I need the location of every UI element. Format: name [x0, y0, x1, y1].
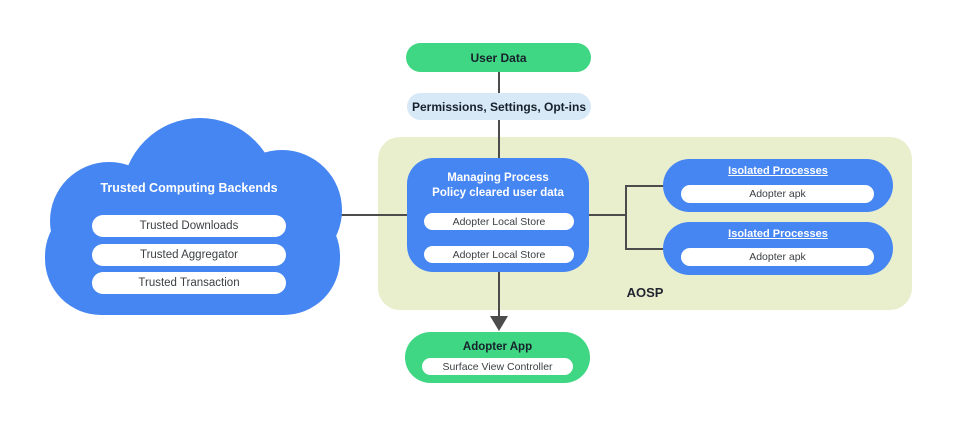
managing-process-title: Managing Process Policy cleared user dat… — [407, 171, 589, 201]
isolated-process-title-2: Isolated Processes — [728, 228, 828, 240]
trusted-transaction-pill: Trusted Transaction — [92, 272, 286, 294]
isolated-process-node-2: Isolated Processes Adopter apk — [663, 222, 893, 275]
connector-userdata-permissions — [498, 71, 500, 94]
adopter-local-store-pill-2: Adopter Local Store — [424, 246, 574, 263]
isolated-process-node-1: Isolated Processes Adopter apk — [663, 159, 893, 212]
adopter-local-store-pill-1: Adopter Local Store — [424, 213, 574, 230]
isolated-process-title-1: Isolated Processes — [728, 165, 828, 177]
adopter-app-node: Adopter App Surface View Controller — [405, 332, 590, 383]
managing-process-title-line2: Policy cleared user data — [432, 186, 564, 199]
aosp-label: AOSP — [626, 285, 664, 300]
connector-branch-isolated-2 — [625, 248, 664, 250]
connector-managing-branch — [589, 214, 627, 216]
adopter-app-title: Adopter App — [462, 341, 533, 353]
managing-process-title-line1: Managing Process — [447, 172, 549, 184]
arrow-down-icon — [490, 316, 508, 331]
connector-permissions-managing — [498, 120, 500, 160]
permissions-settings-optins-node: Permissions, Settings, Opt-ins — [407, 93, 591, 120]
adopter-apk-pill-1: Adopter apk — [681, 185, 874, 203]
connector-branch-vertical — [625, 185, 627, 250]
trusted-aggregator-pill: Trusted Aggregator — [92, 244, 286, 266]
cloud-title: Trusted Computing Backends — [100, 181, 278, 195]
adopter-apk-pill-2: Adopter apk — [681, 248, 874, 266]
connector-cloud-managing — [323, 214, 408, 216]
surface-view-controller-pill: Surface View Controller — [422, 358, 573, 375]
connector-managing-adopterapp — [498, 272, 500, 317]
managing-process-node: Managing Process Policy cleared user dat… — [407, 158, 589, 272]
trusted-downloads-pill: Trusted Downloads — [92, 215, 286, 237]
user-data-node: User Data — [406, 43, 591, 72]
connector-branch-isolated-1 — [625, 185, 664, 187]
